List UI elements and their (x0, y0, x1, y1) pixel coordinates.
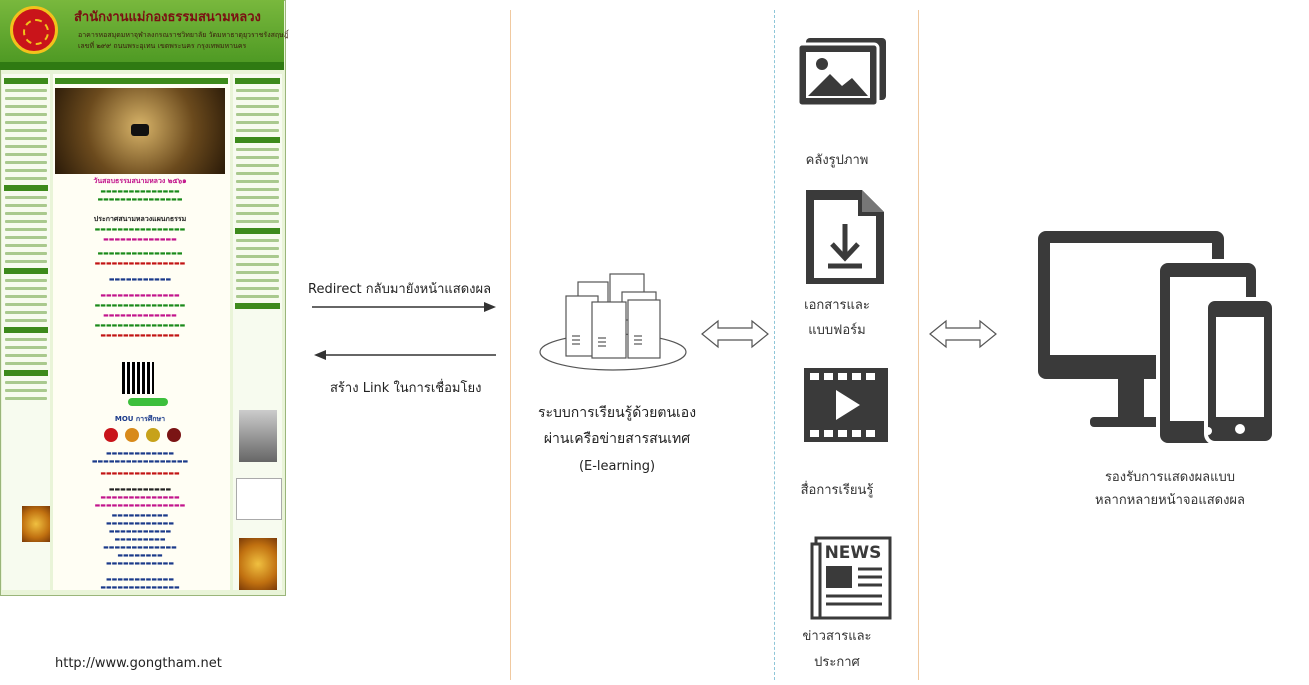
bidirectional-arrow-devices (929, 319, 997, 349)
documents-label-line2: แบบฟอร์ม (808, 323, 866, 338)
redirect-arrow (312, 302, 496, 312)
website-headline-mou: MOU การศึกษา (114, 415, 166, 423)
devices-label-line1: รองรับการแสดงผลแบบ (1104, 470, 1236, 485)
website-qr-code (122, 362, 154, 394)
elearning-title-line3: (E-learning) (578, 459, 656, 474)
svg-text:NEWS: NEWS (825, 543, 882, 563)
website-headline-announcement: ประกาศสนามหลวงแผนกธรรม (93, 215, 187, 223)
image-gallery-label: คลังรูปภาพ (805, 153, 869, 168)
documents-label-line1: เอกสารและ (804, 298, 870, 313)
website-portrait-photo (239, 410, 277, 462)
website-address-line2: เลขที่ ๒๙๙ ถนนพระอุเทน เขตพระนคร กรุงเทพ… (78, 42, 247, 50)
website-video-thumbnail (55, 88, 225, 174)
website-seal-logo (10, 6, 58, 54)
website-calendar (236, 478, 282, 520)
website-header: สำนักงานแม่กองธรรมสนามหลวง อาคารหอสมุดมห… (0, 0, 289, 62)
document-download-icon (806, 190, 884, 284)
link-arrow (314, 350, 496, 360)
website-screenshot: สำนักงานแม่กองธรรมสนามหลวง อาคารหอสมุดมห… (0, 0, 289, 596)
website-headline-exam: วันสอบธรรมสนามหลวง ๒๕๖๑ (93, 177, 187, 185)
multi-device-icon (1038, 231, 1276, 447)
create-link-label: สร้าง Link ในการเชื่อมโยง (330, 381, 482, 396)
website-left-emblem (22, 506, 50, 542)
learning-media-label: สื่อการเรียนรู้ (800, 483, 874, 498)
website-address-line1: อาคารหอสมุดมหาจุฬาลงกรณราชวิทยาลัย วัดมห… (78, 31, 289, 39)
video-play-icon (804, 368, 888, 442)
newspaper-icon: NEWS (810, 536, 892, 620)
devices-label-line2: หลากหลายหน้าจอแสดงผล (1094, 493, 1246, 508)
section-divider-left (510, 10, 511, 680)
website-left-sidebar (2, 74, 50, 590)
website-emblem-image (239, 538, 277, 590)
section-divider-right (918, 10, 919, 680)
website-title: สำนักงานแม่กองธรรมสนามหลวง (74, 10, 261, 25)
elearning-title-line2: ผ่านเครือข่ายสารสนเทศ (543, 431, 691, 447)
news-label-line2: ประกาศ (814, 655, 860, 670)
website-navbar (0, 62, 284, 70)
image-gallery-icon (796, 38, 886, 108)
website-address: อาคารหอสมุดมหาจุฬาลงกรณราชวิทยาลัย วัดมห… (78, 30, 289, 52)
redirect-label: Redirect กลับมายังหน้าแสดงผล (308, 282, 492, 297)
bidirectional-arrow-content (701, 319, 769, 349)
server-cluster-icon (539, 273, 687, 371)
website-url[interactable]: http://www.gongtham.net (55, 656, 222, 671)
news-label-line1: ข่าวสารและ (802, 629, 872, 644)
elearning-title-line1: ระบบการเรียนรู้ด้วยตนเอง (537, 405, 697, 421)
section-divider-dashed (774, 10, 775, 680)
